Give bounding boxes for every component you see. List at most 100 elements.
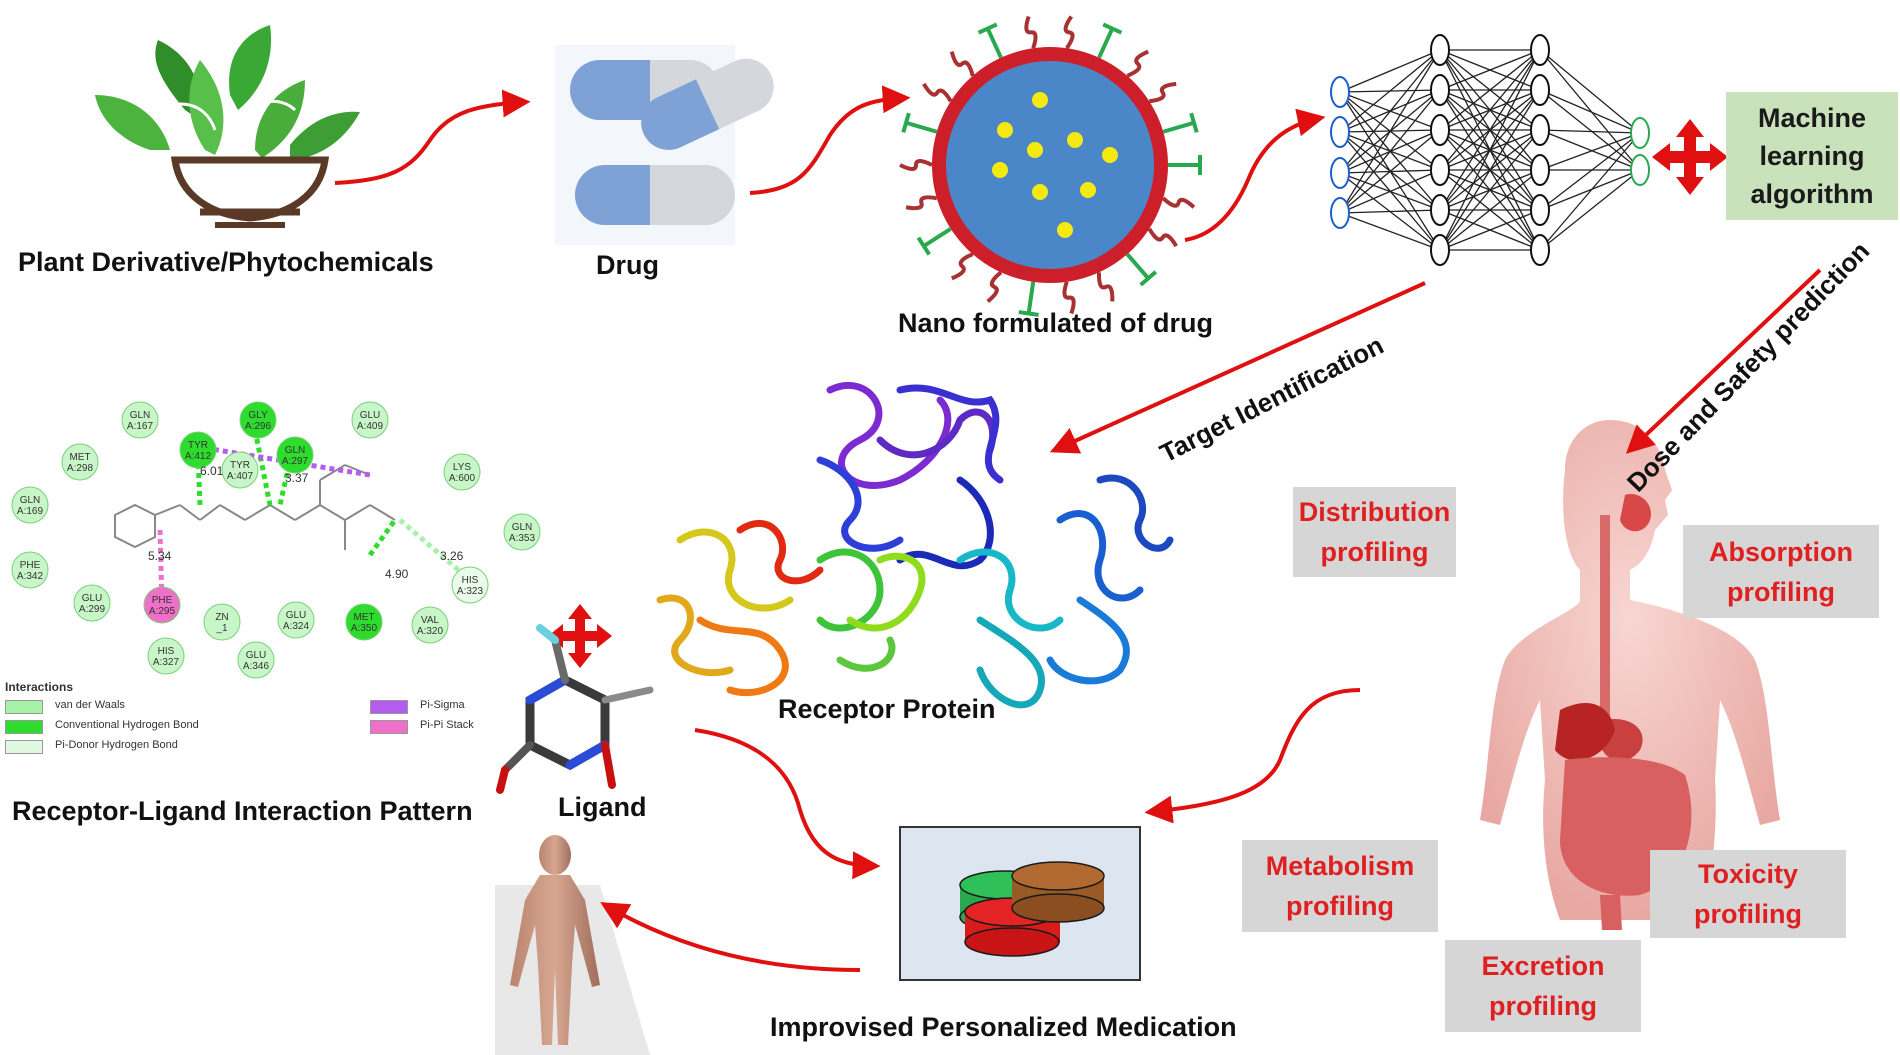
residue-node bbox=[147, 637, 185, 675]
nn-connection bbox=[1539, 129, 1641, 134]
residue-node bbox=[11, 486, 49, 524]
residue-label: A:350 bbox=[351, 623, 378, 634]
nn-connection bbox=[1339, 212, 1441, 251]
nn-node bbox=[1530, 114, 1550, 146]
residue-label: GLN bbox=[285, 445, 306, 456]
personalized-medication-label: Improvised Personalized Medication bbox=[770, 1012, 1237, 1042]
receptor-protein-icon bbox=[656, 381, 1174, 709]
nn-connection bbox=[1339, 169, 1441, 214]
residue-node bbox=[61, 443, 99, 481]
nn-node bbox=[1630, 154, 1650, 186]
human-figure-icon bbox=[495, 835, 650, 1055]
nn-node bbox=[1530, 194, 1550, 226]
nn-connection bbox=[1339, 49, 1441, 174]
neural-network-icon bbox=[1330, 34, 1650, 266]
nn-connection bbox=[1539, 89, 1641, 134]
residue-label: A:409 bbox=[357, 421, 384, 432]
nn-connection bbox=[1439, 169, 1541, 251]
residue-label: A:169 bbox=[17, 506, 44, 517]
residue-node bbox=[121, 401, 159, 439]
nn-connection bbox=[1439, 49, 1541, 211]
machine-learning-box: Machine learning algorithm bbox=[1726, 92, 1898, 220]
nn-connection bbox=[1339, 209, 1441, 214]
nn-node bbox=[1430, 234, 1450, 266]
receptor-protein-label: Receptor Protein bbox=[778, 694, 996, 724]
nn-node bbox=[1430, 114, 1450, 146]
residue-node bbox=[143, 586, 181, 624]
surface-ligand bbox=[901, 112, 938, 134]
surface-ligand bbox=[1018, 281, 1039, 317]
nn-node bbox=[1530, 234, 1550, 266]
legend-label: Pi-Sigma bbox=[420, 699, 465, 711]
drug-capsules-icon bbox=[555, 45, 774, 245]
nn-connection bbox=[1339, 49, 1441, 133]
nn-connection bbox=[1439, 49, 1541, 251]
legend-swatch bbox=[370, 700, 408, 714]
residue-label: GLN bbox=[130, 410, 151, 421]
ml-line1: Machine bbox=[1757, 103, 1867, 133]
residue-node bbox=[221, 451, 259, 489]
surface-ligand bbox=[1162, 112, 1199, 134]
toxicity-line2: profiling bbox=[1694, 899, 1802, 929]
residue-label: A:600 bbox=[449, 473, 476, 484]
surface-ligand bbox=[1062, 281, 1076, 315]
residue-label: GLU bbox=[82, 593, 103, 604]
nn-connection bbox=[1539, 49, 1641, 134]
residue-label: TYR bbox=[230, 460, 250, 471]
residue-node bbox=[443, 453, 481, 491]
surface-ligand bbox=[899, 159, 933, 171]
nn-connection bbox=[1539, 132, 1641, 251]
metabolism-profiling-box: Metabolism profiling bbox=[1242, 840, 1438, 932]
nn-connection bbox=[1339, 49, 1441, 93]
nn-node bbox=[1530, 154, 1550, 186]
residue-label: PHE bbox=[20, 560, 41, 571]
surface-ligand bbox=[986, 270, 1003, 304]
residue-label: A:323 bbox=[457, 586, 484, 597]
surface-ligand bbox=[1063, 15, 1075, 50]
distance-label: 6.01 bbox=[200, 464, 224, 478]
surface-ligand bbox=[1161, 196, 1196, 209]
nn-connection bbox=[1439, 209, 1541, 251]
residue-label: A:353 bbox=[509, 533, 536, 544]
surface-ligand bbox=[977, 22, 1003, 59]
residue-label: A:298 bbox=[67, 463, 94, 474]
nn-node bbox=[1330, 197, 1350, 229]
distance-label: 5.34 bbox=[148, 549, 172, 563]
metabolism-line2: profiling bbox=[1286, 891, 1394, 921]
residue-node bbox=[239, 401, 277, 439]
surface-ligand bbox=[950, 252, 974, 281]
residue-node bbox=[237, 641, 275, 679]
residue-label: TYR bbox=[188, 440, 208, 451]
nn-connection bbox=[1539, 132, 1641, 171]
legend-label: Conventional Hydrogen Bond bbox=[55, 719, 199, 731]
nano-formulated-label: Nano formulated of drug bbox=[898, 308, 1213, 338]
residue-node bbox=[11, 551, 49, 589]
legend-label: van der Waals bbox=[55, 699, 125, 711]
surface-ligand bbox=[1126, 49, 1150, 78]
residue-label: A:407 bbox=[227, 471, 254, 482]
ligand-molecule-icon bbox=[496, 624, 654, 794]
nn-connection bbox=[1439, 49, 1541, 131]
residue-label: HIS bbox=[158, 646, 175, 657]
nn-connection bbox=[1339, 129, 1441, 214]
bidirectional-arrow-icon bbox=[1652, 119, 1728, 195]
legend-swatch bbox=[5, 700, 43, 714]
residue-label: MET bbox=[353, 612, 374, 623]
residue-node bbox=[203, 603, 241, 641]
residue-node bbox=[179, 431, 217, 469]
surface-ligand bbox=[1147, 227, 1178, 248]
residue-label: A:324 bbox=[283, 621, 310, 632]
nn-connection bbox=[1339, 89, 1441, 214]
residue-label: A:295 bbox=[149, 606, 176, 617]
metabolism-line1: Metabolism bbox=[1265, 851, 1415, 881]
excretion-profiling-box: Excretion profiling bbox=[1445, 940, 1641, 1032]
residue-label: LYS bbox=[453, 462, 471, 473]
nn-node bbox=[1430, 34, 1450, 66]
distribution-line1: Distribution bbox=[1298, 497, 1451, 527]
nn-connection bbox=[1439, 49, 1541, 91]
residue-label: A:342 bbox=[17, 571, 44, 582]
residue-label: GLN bbox=[512, 522, 533, 533]
nn-connection bbox=[1439, 129, 1541, 251]
nn-connection bbox=[1339, 49, 1441, 214]
